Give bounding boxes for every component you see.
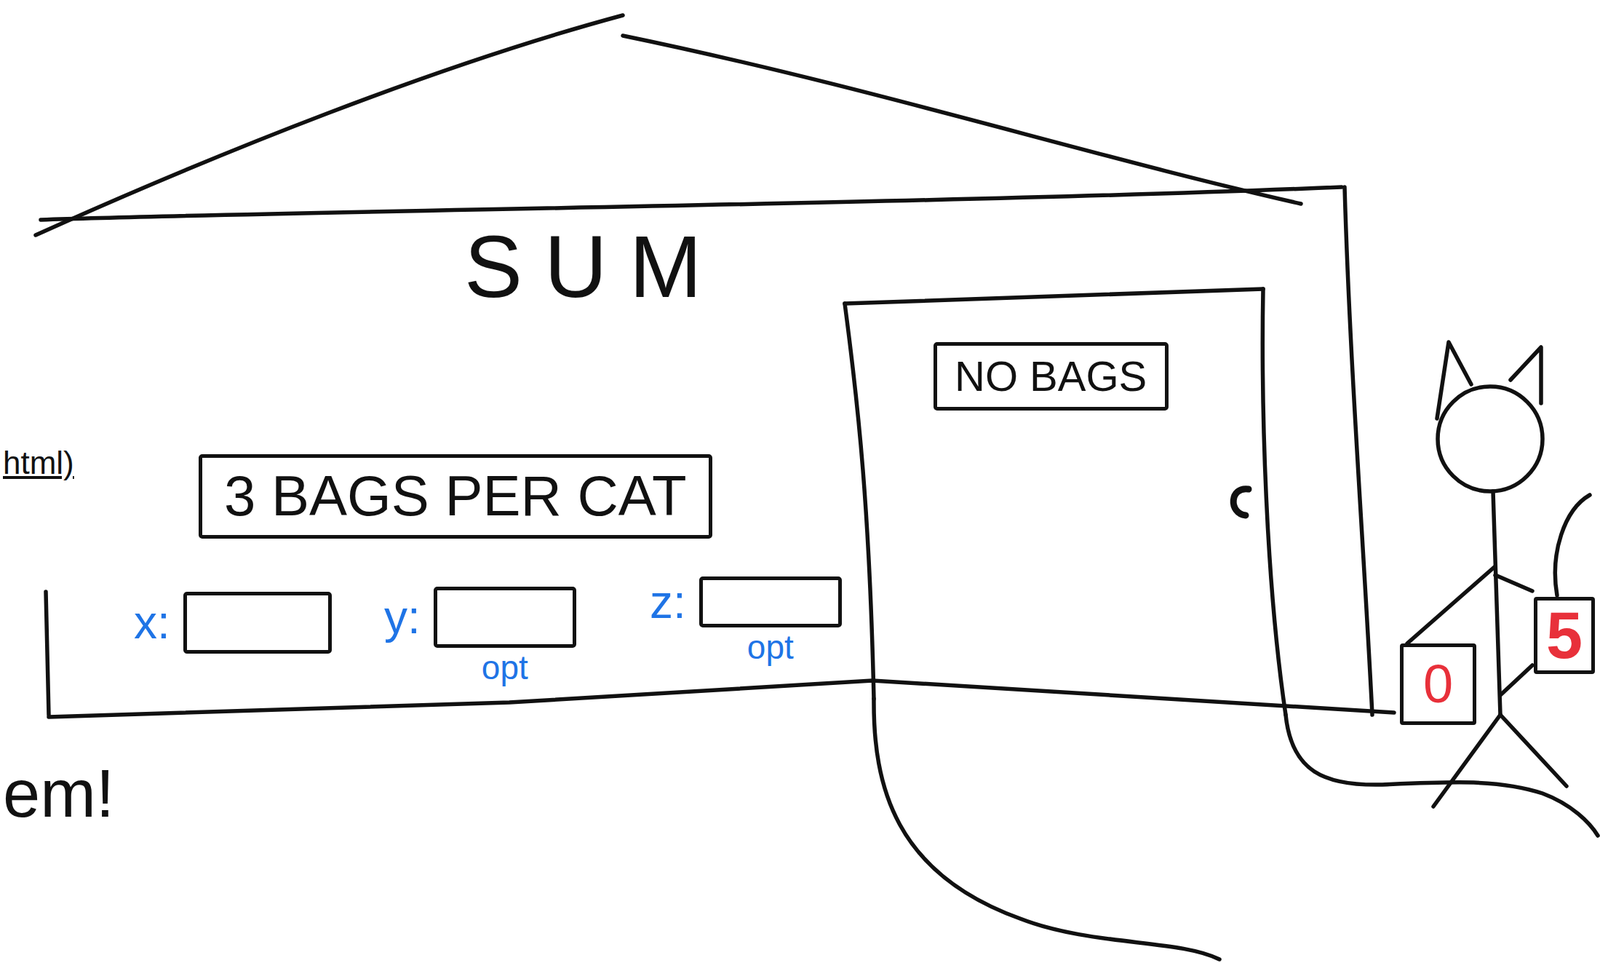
sign-board: 3 BAGS PER CAT xyxy=(198,454,713,539)
floor-line xyxy=(48,680,1395,717)
roof-line xyxy=(622,35,1301,204)
cat-arm xyxy=(1495,574,1533,591)
eave-line xyxy=(40,186,1342,220)
cat-arm xyxy=(1500,665,1533,695)
sign-text: NO BAGS xyxy=(954,352,1147,400)
field-label: z: xyxy=(649,576,687,628)
door-knob xyxy=(1233,488,1249,516)
wall-line xyxy=(45,591,49,715)
bag-box: 0 xyxy=(1399,643,1477,725)
door-swing-line xyxy=(873,698,1220,959)
floor-curve xyxy=(1285,714,1598,836)
cat-body xyxy=(1493,491,1501,715)
door-line xyxy=(844,303,874,699)
bag-box: 5 xyxy=(1533,596,1595,674)
cat-leg xyxy=(1500,714,1567,786)
optional-note: opt xyxy=(481,649,529,687)
cat-arm xyxy=(1407,566,1496,644)
input-box xyxy=(433,586,577,648)
cat-head xyxy=(1437,386,1543,492)
link-fragment-holder: html) xyxy=(2,445,75,481)
bag-number: 5 xyxy=(1546,602,1583,668)
door-sign: NO BAGS xyxy=(933,341,1169,411)
field-label: x: xyxy=(133,596,171,648)
wall-line xyxy=(1344,186,1373,715)
cat-tail xyxy=(1554,494,1590,596)
sign-text: 3 BAGS PER CAT xyxy=(224,464,687,528)
input-box xyxy=(699,576,842,628)
door-line xyxy=(1262,288,1286,715)
bag-number: 0 xyxy=(1423,657,1454,711)
optional-note: opt xyxy=(747,628,794,666)
roof-line xyxy=(35,15,623,236)
link-fragment: html) xyxy=(2,445,75,481)
field-label: y: xyxy=(384,591,421,643)
cat-ear xyxy=(1510,347,1542,404)
cat-leg xyxy=(1433,714,1501,807)
house-outline: SUM 3 BAGS PER CAT x: y: opt z: opt NO BAGS xyxy=(0,0,1397,728)
house-title: SUM xyxy=(464,218,724,315)
input-box xyxy=(183,591,332,654)
input-field: y: opt xyxy=(384,586,577,687)
cat-ear xyxy=(1437,341,1472,419)
input-field: x: xyxy=(133,591,332,654)
slide-text-fragment-holder: em! xyxy=(2,756,115,831)
input-field: z: opt xyxy=(649,576,842,666)
door-line xyxy=(844,288,1264,304)
slide-text-fragment: em! xyxy=(2,756,115,831)
